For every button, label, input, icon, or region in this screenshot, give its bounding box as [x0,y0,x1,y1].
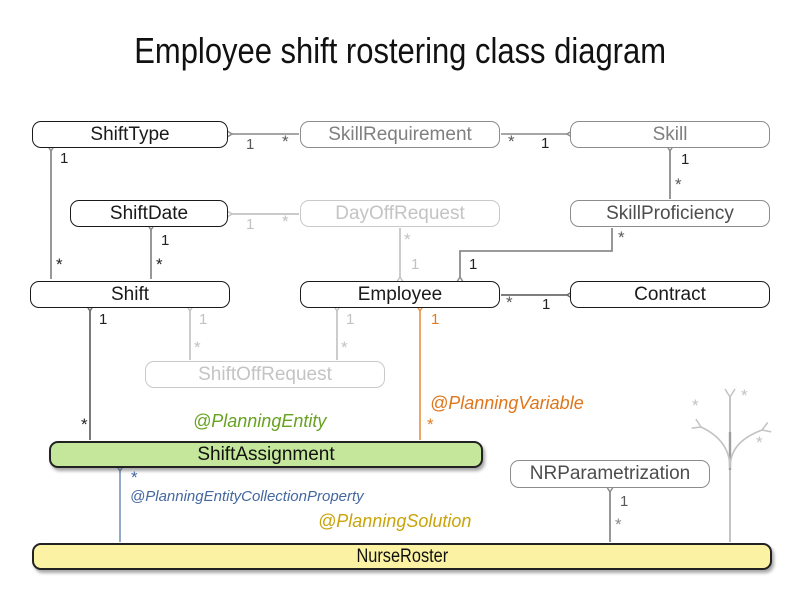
class-box-nurse-roster: NurseRoster [32,543,772,570]
class-label-shift-date: ShiftDate [109,202,189,224]
class-label-skill-proficiency: SkillProficiency [606,202,734,224]
class-label-shift: Shift [110,283,150,305]
page-title: Employee shift rostering class diagram [0,30,800,72]
annotation-planning-solution: @PlanningSolution [318,511,472,531]
multiplicity-label: 1 [199,311,208,328]
class-box-shift-date: ShiftDate [70,200,228,227]
class-box-skill-requirement: SkillRequirement [300,121,500,148]
class-label-nr-parametrization: NRParametrization [529,463,691,484]
annotation-planning-entity: @PlanningEntity [193,411,327,431]
class-box-employee: Employee [300,281,500,308]
class-box-shift: Shift [30,281,230,308]
multiplicity-label: 1 [161,232,170,249]
multiplicity-label: 1 [99,311,108,328]
multiplicity-label: * [615,515,622,534]
multiplicity-label: * [282,132,289,151]
annotation-planning-entity-collection-property: @PlanningEntityCollectionProperty [130,488,364,505]
class-box-shift-assignment: ShiftAssignment [49,441,483,468]
class-label-shift-off-request: ShiftOffRequest [198,363,332,385]
multiplicity-label: 1 [541,135,550,152]
class-label-nurse-roster: NurseRoster [356,545,448,567]
class-box-shift-off-request: ShiftOffRequest [145,361,385,388]
multiplicity-label: * [618,228,625,247]
class-label-shift-assignment: ShiftAssignment [197,443,335,465]
page-title-text: Employee shift rostering class diagram [134,30,666,71]
multiplicity-label: * [508,132,515,151]
multiplicity-label: * [506,293,513,312]
multiplicity-label: 1 [431,311,440,328]
multiplicity-label: 1 [681,151,690,168]
class-box-day-off-request: DayOffRequest [300,200,500,227]
multiplicity-label: * [156,255,163,274]
class-box-contract: Contract [570,281,770,308]
class-box-nr-parametrization: NRParametrization [510,460,710,488]
class-box-skill: Skill [570,121,770,148]
multiplicity-label: * [81,415,88,434]
class-label-contract: Contract [634,283,706,305]
multiplicity-label: * [427,415,434,434]
multiplicity-label: 1 [246,136,255,153]
annotation-planning-variable: @PlanningVariable [430,393,584,413]
class-box-shift-type: ShiftType [32,121,228,148]
multiplicity-label: 1 [246,216,255,233]
multiplicity-label: * [56,255,63,274]
multiplicity-label: * [404,230,411,249]
multiplicity-label: * [341,338,348,357]
multiplicity-label: * [131,468,138,487]
class-box-skill-proficiency: SkillProficiency [570,200,770,227]
class-label-skill: Skill [652,123,688,145]
multiplicity-label: 1 [542,296,551,313]
class-label-employee: Employee [357,283,443,305]
edge-skillproficiency-to-employee [454,228,613,286]
class-label-shift-type: ShiftType [90,123,170,145]
multiplicity-label: 1 [346,311,355,328]
multiplicity-label: 1 [411,256,420,273]
multiplicity-label: * [194,338,201,357]
multiplicity-label: * [282,212,289,231]
multiplicity-label: * [756,433,763,452]
multiplicity-label: 1 [469,256,478,273]
multiplicity-label: 1 [620,493,629,510]
class-label-day-off-request: DayOffRequest [335,202,465,224]
multiplicity-label: * [675,175,682,194]
class-label-skill-requirement: SkillRequirement [328,123,472,145]
multiplicity-label: * [692,396,699,415]
multiplicity-label: 1 [60,150,69,167]
multiplicity-label: * [741,386,748,405]
